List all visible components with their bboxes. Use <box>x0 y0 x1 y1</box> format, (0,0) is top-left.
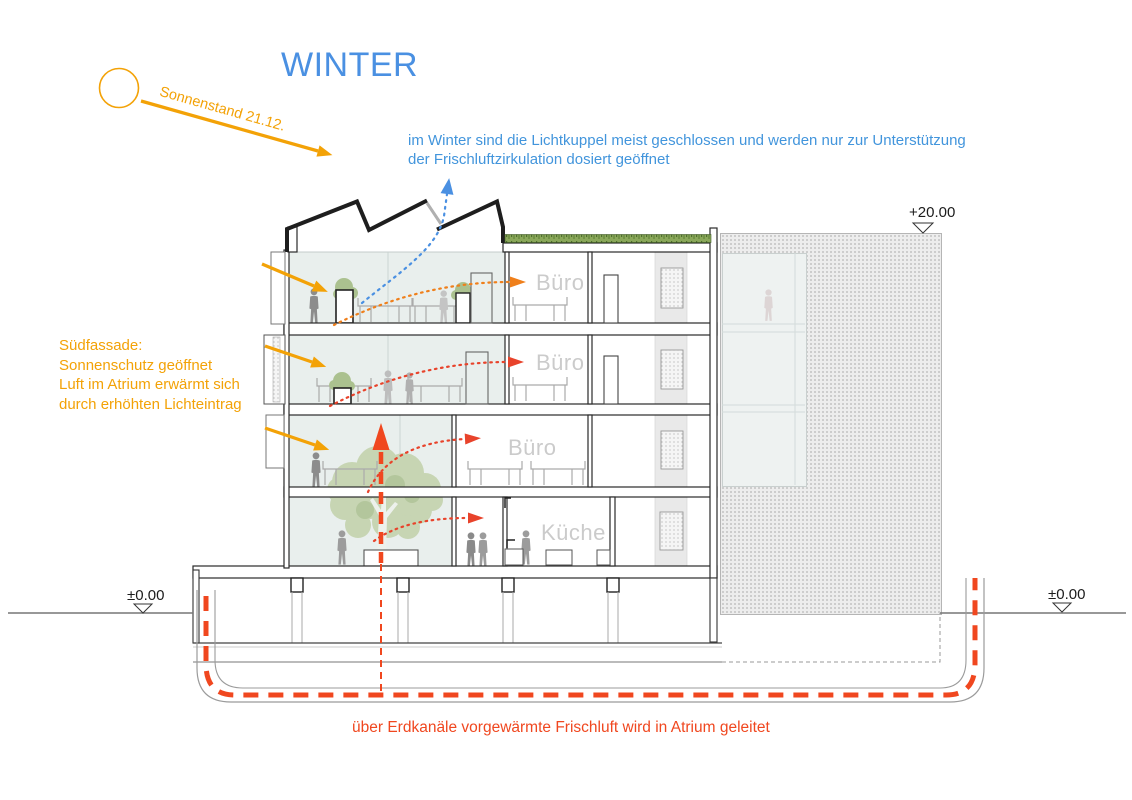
elevation-ground-left-label: ±0.00 <box>127 587 165 604</box>
person-silhouette <box>764 289 773 321</box>
shaft-grille <box>659 267 684 551</box>
sun-icon <box>98 67 140 109</box>
atrium-plants <box>329 278 471 405</box>
building-structure <box>192 226 718 579</box>
preheated-air-flow <box>203 578 978 698</box>
ventilation-shaft <box>654 251 688 567</box>
kitchen-counter <box>504 539 611 566</box>
elevation-markers <box>132 222 1073 614</box>
room-label-buero-mid: Büro <box>536 350 585 375</box>
page-title: WINTER <box>281 46 419 84</box>
elevation-ground-right-label: ±0.00 <box>1048 586 1086 603</box>
room-label-buero-top: Büro <box>536 270 585 295</box>
room-label-buero-low: Büro <box>508 435 557 460</box>
room-label-kueche: Küche <box>541 520 606 545</box>
supply-air-arrow <box>372 423 390 693</box>
skylight-exhaust-arrow <box>360 178 454 305</box>
kueche-wall-notch <box>504 497 511 508</box>
tree-planter <box>363 549 419 567</box>
elevation-roof-label: +20.00 <box>909 204 956 221</box>
tree-trunk <box>370 496 398 551</box>
air-transfer-arrows <box>328 276 526 543</box>
south-facade-sunshades <box>263 251 286 469</box>
south-facade-annotation: Südfassade: Sonnenschutz geöffnet Luft i… <box>59 337 242 413</box>
skylight-annotation: im Winter sind die Lichtkuppel meist ges… <box>408 132 966 168</box>
stair-tower-floor-lines <box>722 253 805 485</box>
doors <box>465 272 619 405</box>
open-skylight-flap <box>425 202 443 225</box>
atrium-tree <box>327 446 443 567</box>
sun-ray-arrow <box>140 99 333 157</box>
solar-gain-arrows <box>140 99 333 451</box>
basement-columns <box>290 577 620 643</box>
green-roof <box>504 234 712 243</box>
basement <box>192 569 941 663</box>
sawtooth-roof <box>285 198 505 252</box>
earth-channel-annotation: über Erdkanäle vorgewärmte Frischluft wi… <box>352 719 770 736</box>
earth-channel-duct <box>196 578 985 703</box>
stair-tower-glazing <box>722 253 807 487</box>
basement-outline-dashed <box>722 613 941 663</box>
